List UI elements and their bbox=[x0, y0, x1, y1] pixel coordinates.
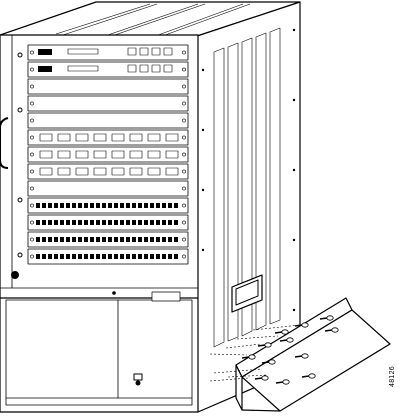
figure-id-label: 48126 bbox=[389, 366, 396, 388]
side-panel-screws bbox=[201, 28, 296, 312]
mounting-screw bbox=[294, 353, 309, 359]
mounting-screw bbox=[257, 342, 272, 348]
mounting-screw bbox=[279, 337, 294, 343]
mounting-screw bbox=[254, 375, 269, 381]
card-slot bbox=[27, 78, 189, 95]
mounting-screw bbox=[294, 322, 309, 328]
side-vent-slots bbox=[213, 27, 281, 348]
mounting-screw bbox=[274, 329, 289, 335]
mounting-screw bbox=[324, 327, 339, 333]
alignment-lines bbox=[209, 324, 301, 382]
card-slot bbox=[27, 95, 189, 112]
card-slot bbox=[27, 61, 189, 78]
lower-label-plate bbox=[151, 291, 181, 302]
card-slot bbox=[27, 112, 189, 129]
card-slot bbox=[27, 129, 189, 146]
lower-bay bbox=[5, 299, 193, 406]
mounting-screw bbox=[275, 379, 290, 385]
card-slot bbox=[27, 248, 189, 265]
card-slot bbox=[27, 180, 189, 197]
front-handle bbox=[0, 117, 9, 169]
chassis-top-ribs bbox=[55, 3, 251, 39]
flange-screws bbox=[11, 52, 23, 279]
bracket-screws bbox=[241, 315, 339, 385]
mounting-screw bbox=[241, 354, 256, 360]
lower-fitting bbox=[133, 373, 143, 386]
mounting-screw bbox=[319, 315, 334, 321]
mounting-screw bbox=[301, 373, 316, 379]
card-slot bbox=[27, 197, 189, 214]
card-slot bbox=[27, 163, 189, 180]
card-slot bbox=[27, 231, 189, 248]
side-carry-handle bbox=[231, 274, 263, 313]
mounting-screw bbox=[261, 359, 276, 365]
card-slot bbox=[27, 44, 189, 61]
card-slot bbox=[27, 214, 189, 231]
card-slot bbox=[27, 146, 189, 163]
